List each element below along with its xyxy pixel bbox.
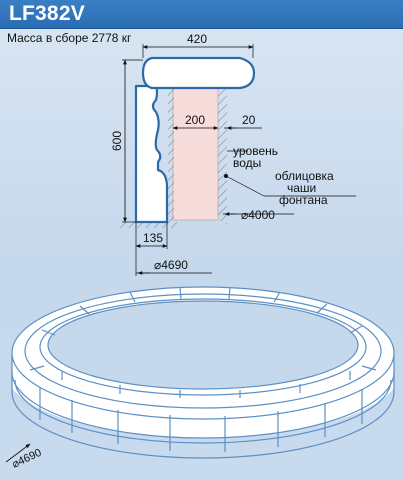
- dim-wall-label: 200: [185, 113, 205, 127]
- dim-base: 135: [135, 222, 168, 276]
- dim-diameter: ⌀4690: [136, 258, 212, 275]
- dim-height: 600: [110, 59, 143, 223]
- dim-height-label: 600: [110, 131, 124, 151]
- dim-width-top: 420: [142, 32, 254, 58]
- water-level-text-1: уровень: [233, 144, 278, 158]
- lining-text-1: облицовка: [275, 169, 334, 183]
- dim-wall: 200 20: [172, 113, 262, 130]
- dim-ring-diameter-label: ⌀4690: [10, 447, 43, 471]
- lining-text-3: фонтана: [279, 193, 328, 207]
- concrete-wall: [120, 85, 227, 228]
- dim-ring-diameter: ⌀4690: [5, 443, 43, 471]
- dim-base-label: 135: [143, 231, 163, 245]
- dim-gap-label: 20: [242, 113, 256, 127]
- lining-text-2: чаши: [287, 181, 316, 195]
- dim-diameter-label: ⌀4690: [154, 258, 188, 272]
- mass-label: Масса в сборе 2778 кг: [7, 31, 132, 45]
- stone-profile: [134, 56, 256, 224]
- product-code: LF382V: [9, 2, 85, 25]
- dim-bowl-diameter: ⌀4000: [223, 208, 294, 222]
- water-level: уровень воды: [227, 144, 278, 170]
- fountain-ring: [11, 286, 395, 459]
- dim-bowl-diameter-label: ⌀4000: [241, 208, 275, 222]
- water-level-text-2: воды: [233, 156, 261, 170]
- dim-width-top-label: 420: [187, 32, 207, 46]
- lining-callout: облицовка чаши фонтана: [224, 169, 356, 207]
- title-bar: LF382V: [0, 0, 403, 29]
